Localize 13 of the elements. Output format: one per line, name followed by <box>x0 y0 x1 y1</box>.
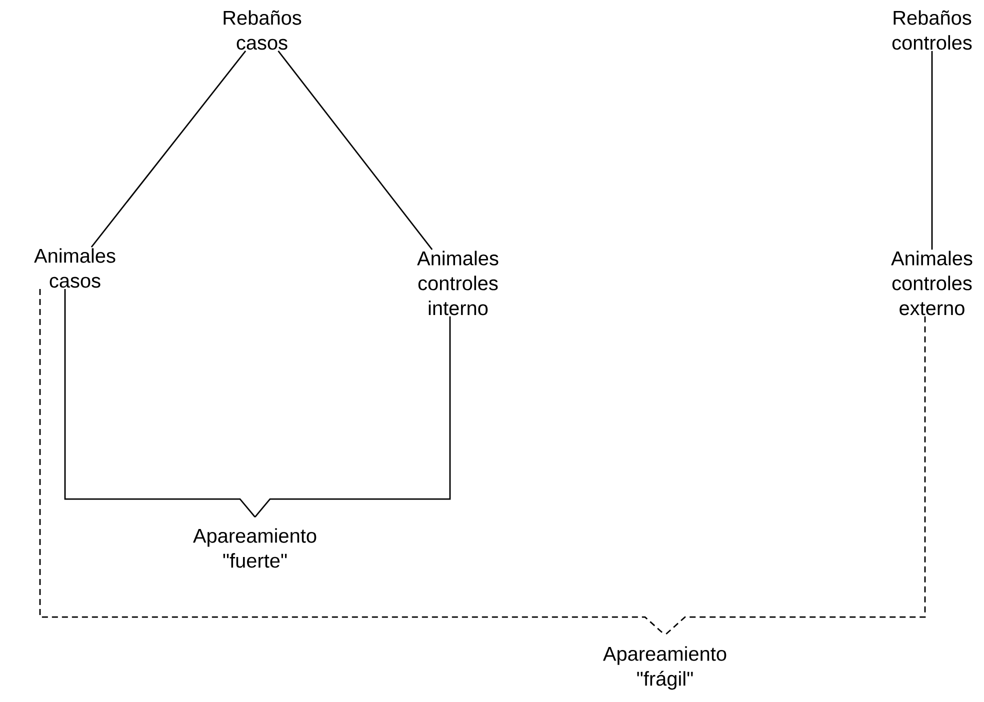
node-label: Apareamiento "fuerte" <box>193 528 316 568</box>
connector-line <box>664 316 926 636</box>
node-label: Rebaños controles <box>892 10 972 50</box>
connector-line <box>90 50 246 248</box>
node-label: Rebaños casos <box>224 10 302 50</box>
node-label: Apareamiento "frágil" <box>603 646 726 690</box>
connector-line <box>254 316 451 518</box>
connector-line <box>931 50 933 250</box>
connector-line <box>64 288 256 518</box>
node-label: Animales controles interno <box>417 250 498 316</box>
node-label: Animales controles externo <box>891 250 972 316</box>
node-label: Animales casos <box>34 248 116 288</box>
connector-line <box>278 50 433 250</box>
